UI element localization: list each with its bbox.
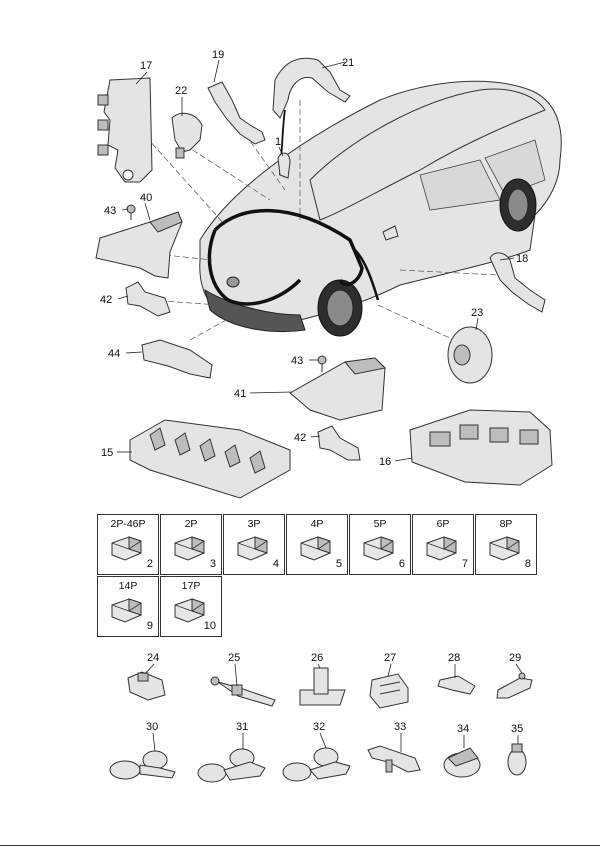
car-illustration (199, 80, 562, 337)
connector-icon (361, 533, 397, 568)
connector-housing-9: 14P 9 (97, 576, 159, 637)
part-32 (282, 747, 351, 782)
connector-pin-count: 2P (184, 518, 198, 530)
callout-15: 15 (101, 447, 113, 459)
callout-44: 44 (108, 348, 120, 360)
part-27 (369, 673, 409, 709)
callout-43a: 43 (104, 205, 116, 217)
connector-icon (172, 595, 208, 630)
connector-housing-8: 8P 8 (475, 514, 537, 575)
callout-leaders (117, 59, 523, 752)
connector-housing-3: 2P 3 (160, 514, 222, 575)
part-18-holder (489, 252, 546, 313)
part-23-grommet (447, 326, 493, 384)
connector-icon (172, 533, 208, 568)
callout-29: 29 (509, 652, 521, 664)
callout-24: 24 (147, 652, 159, 664)
connector-pin-count: 4P (310, 518, 324, 530)
callout-32: 32 (313, 721, 325, 733)
part-16-fuse-box (409, 409, 553, 486)
connector-pin-count: 2P-46P (110, 518, 146, 530)
callout-21: 21 (342, 57, 354, 69)
callout-27: 27 (384, 652, 396, 664)
connector-callout: 5 (335, 558, 342, 570)
connector-callout: 10 (203, 620, 216, 632)
part-42a-bracket (125, 281, 171, 317)
callout-1: 1 (275, 136, 281, 148)
connector-icon (235, 533, 271, 568)
connector-pin-count: 14P (118, 580, 138, 592)
callout-43b: 43 (291, 355, 303, 367)
part-1-clip (277, 152, 291, 179)
connector-callout: 4 (272, 558, 279, 570)
callout-26: 26 (311, 652, 323, 664)
part-43b-bolt (317, 355, 327, 372)
connector-pin-count: 6P (436, 518, 450, 530)
connector-pin-count: 5P (373, 518, 387, 530)
connector-callout: 2 (146, 558, 153, 570)
connector-pin-count: 8P (499, 518, 513, 530)
callout-22: 22 (175, 85, 187, 97)
part-22-cap (171, 112, 203, 159)
part-33 (367, 745, 421, 773)
part-41-fuse-holder (289, 357, 387, 421)
part-34 (443, 747, 481, 778)
part-31 (197, 748, 266, 783)
callout-28: 28 (448, 652, 460, 664)
callout-17: 17 (140, 60, 152, 72)
connector-pin-count: 17P (181, 580, 201, 592)
connector-icon (424, 533, 460, 568)
callout-42b: 42 (294, 432, 306, 444)
callout-31: 31 (236, 721, 248, 733)
connector-housing-5: 4P 5 (286, 514, 348, 575)
connector-housing-4: 3P 4 (223, 514, 285, 575)
connector-callout: 6 (398, 558, 405, 570)
connector-pin-count: 3P (247, 518, 261, 530)
connector-callout: 7 (461, 558, 468, 570)
callout-numbers: 17 19 21 22 1 40 43 42 44 18 23 43 41 42… (100, 49, 528, 735)
callout-40: 40 (140, 192, 152, 204)
connector-icon (298, 533, 334, 568)
connector-housing-6: 5P 6 (349, 514, 411, 575)
part-26 (299, 667, 346, 706)
callout-18: 18 (516, 253, 528, 265)
callout-19: 19 (212, 49, 224, 61)
callout-35: 35 (511, 723, 523, 735)
callout-34: 34 (457, 723, 469, 735)
connector-callout: 3 (209, 558, 216, 570)
part-40-fuse-holder (95, 211, 183, 279)
page-bottom-rule (0, 845, 600, 846)
connector-housing-7: 6P 7 (412, 514, 474, 575)
part-15-fuse-box (129, 419, 291, 499)
part-42b-bracket (317, 425, 361, 461)
part-21-holder (272, 57, 351, 119)
callout-25: 25 (228, 652, 240, 664)
connector-icon (487, 533, 523, 568)
part-17-bracket (97, 77, 153, 183)
connector-housing-10: 17P 10 (160, 576, 222, 637)
connector-callout: 9 (146, 620, 153, 632)
part-29 (496, 672, 533, 699)
part-30 (109, 750, 176, 780)
part-25 (210, 676, 276, 707)
callout-23: 23 (471, 307, 483, 319)
callout-42a: 42 (100, 294, 112, 306)
part-44-trim (141, 339, 213, 379)
callout-33: 33 (394, 721, 406, 733)
connector-housing-2: 2P-46P 2 (97, 514, 159, 575)
callout-30: 30 (146, 721, 158, 733)
part-28 (437, 675, 476, 695)
connector-icon (109, 595, 145, 630)
part-19-holder (207, 81, 266, 145)
part-24 (127, 671, 166, 701)
part-43a-bolt (126, 204, 136, 220)
callout-41: 41 (234, 388, 246, 400)
callout-16: 16 (379, 456, 391, 468)
connector-callout: 8 (524, 558, 531, 570)
connector-icon (109, 533, 145, 568)
part-35 (507, 743, 527, 776)
